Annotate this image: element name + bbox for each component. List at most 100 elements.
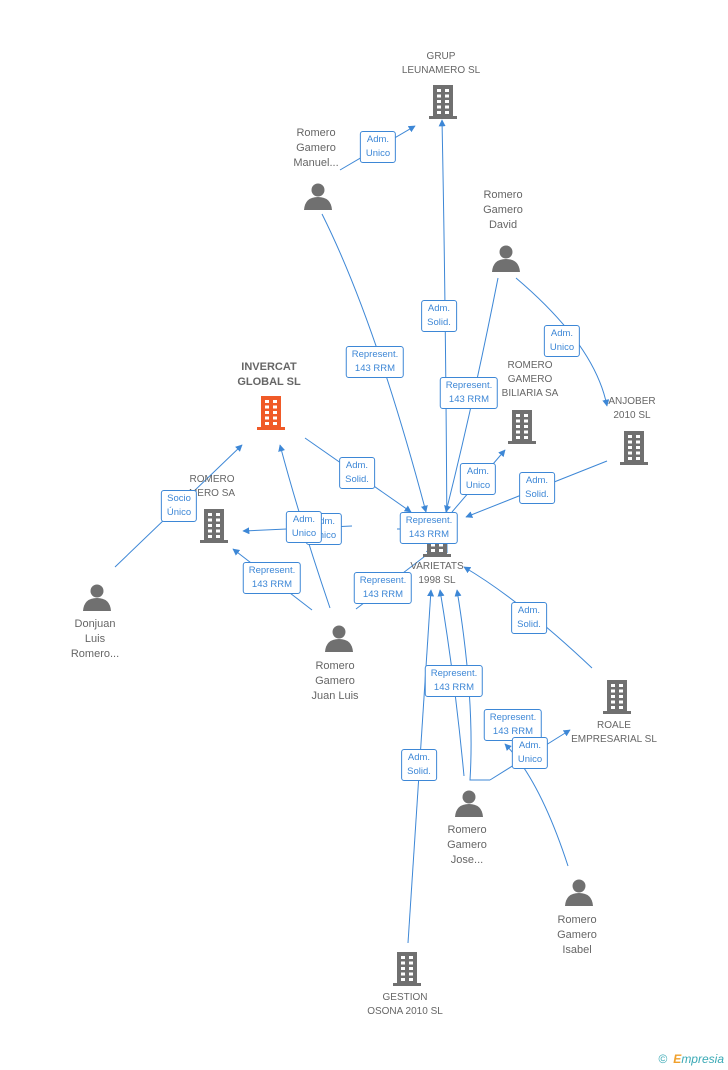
node-label-line: VARIETATS [410,561,464,572]
node-label-line: EMPRESARIAL SL [571,734,657,745]
node-label-line: Donjuan [74,618,116,630]
edge-label-box[interactable]: Adm. Unico [511,737,549,769]
edge-label-box[interactable]: Represent.143 RRM [424,665,484,697]
node-label-line: BILIARIA SA [501,388,559,399]
edge-label-line: 143 RRM [362,589,404,600]
edge-line [438,119,448,554]
brand-name: mpresia [681,1052,724,1066]
edge-label-line: Unico [311,530,337,541]
edge-label-box[interactable]: Represent. 143 RRM [242,562,302,594]
edge-label-line: Adm. [518,740,542,751]
edge-label-box[interactable]: Adm.Unico [543,325,581,357]
edge-label-box[interactable]: Adm.Solid. [511,602,547,634]
brand-initial: E [673,1052,682,1066]
edge-label-line: Adm. [550,328,574,339]
node-label-line: David [488,219,518,231]
edge-label-line: Represent. [359,575,407,586]
node-label-line: Romero [447,824,487,836]
building-icon[interactable] [603,680,631,714]
node-label-rominmo[interactable]: ROMERO GAMERO BILIARIA SA [502,359,559,401]
person-icon[interactable] [304,183,332,211]
node-label-grup[interactable]: GRUP LEUNAMERO SL [402,50,480,78]
edge-label-line: Represent. [248,565,296,576]
edge-label-line: Represent. [489,712,537,723]
edge-label-line: 143 RRM [354,363,396,374]
footer-brand[interactable]: © Empresia [658,1052,724,1066]
node-label-line: ROALE [597,720,631,731]
building-icon[interactable] [508,410,536,444]
node-label-line: ROMERO [507,360,553,371]
building-icon[interactable] [393,952,421,986]
edge-label-box[interactable]: Represent.143 RRM [439,377,499,409]
node-label-line: MERO SA [188,488,236,499]
node-label-line: Gamero [296,142,336,154]
node-label-line: INVERCAT [241,361,297,373]
building-icon[interactable] [429,85,457,119]
node-label-line: GAMERO [507,374,553,385]
edge-label-line: Adm. [366,134,390,145]
edge-line [321,213,428,513]
node-label-line: GRUP [426,51,456,62]
person-icon[interactable] [455,790,483,818]
edge-label-box[interactable]: Adm.Solid. [339,457,375,489]
node-label-line: Romero... [70,648,120,660]
edge-label-box[interactable]: Represent.143 RRM [345,346,405,378]
person-icon[interactable] [565,879,593,907]
node-label-line: Luis [84,633,106,645]
node-label-line: Isabel [562,944,592,956]
edge-label-box[interactable]: Adm. Unico [459,463,497,495]
edge-label-line: Adm. [427,303,451,314]
node-label-gestion[interactable]: GESTION OSONA 2010 SL [367,991,443,1019]
edge-label-box[interactable]: Adm.Solid. [401,749,437,781]
node-label-line: OSONA 2010 SL [367,1006,443,1017]
edge-label-box[interactable]: Adm.Solid. [421,300,457,332]
edge-label-box[interactable]: Adm. Unico [359,131,397,163]
edge-label-line: Solid. [345,474,369,485]
node-label-line: GLOBAL SL [237,376,301,388]
node-label-line: Gamero [557,929,597,941]
building-icon[interactable] [257,396,285,430]
edge-label-line: Unico [365,148,391,159]
node-label-romsa[interactable]: ROMERO MERO SA [189,473,235,501]
edge-label-box[interactable]: Represent.143 RRM [399,512,459,544]
copyright-symbol: © [658,1052,668,1066]
person-icon[interactable] [492,245,520,273]
building-icon[interactable] [620,431,648,465]
edge-label-line: Represent. [445,380,493,391]
edge-label-line: Adm. [312,516,336,527]
node-label-line: Romero [296,127,336,139]
edge-label-line: 143 RRM [408,529,450,540]
node-label-line: Romero [557,914,597,926]
node-label-line: GESTION [382,992,428,1003]
node-label-line: LEUNAMERO SL [401,65,481,76]
node-label-line: Gamero [483,204,523,216]
edge-label-box[interactable]: Adm.Solid. [519,472,555,504]
edge-label-line: Unico [465,480,491,491]
edge-label-line: Socio [167,493,191,504]
edge-label-line: Represent. [430,668,478,679]
edge-label-line: 143 RRM [251,579,293,590]
edge-label-box[interactable]: Adm.Unico [285,511,323,543]
node-label-line: Gamero [447,839,487,851]
edge-label-line: Adm. [407,752,431,763]
node-label-roale[interactable]: ROALE EMPRESARIAL SL [571,719,657,747]
person-icon[interactable] [83,584,111,612]
edge-label-line: Unico [517,754,543,765]
edge-label-line: Adm. [292,514,316,525]
person-icon[interactable] [325,625,353,653]
node-label-line: ROMERO [189,474,235,485]
node-label-line: Gamero [315,675,355,687]
building-icon[interactable] [200,509,228,543]
node-label-invercat[interactable]: INVERCAT GLOBAL SL [237,360,300,390]
edge-label-box[interactable]: Represent. 143 RRM [353,572,413,604]
edge-label-line: Adm. [466,466,490,477]
